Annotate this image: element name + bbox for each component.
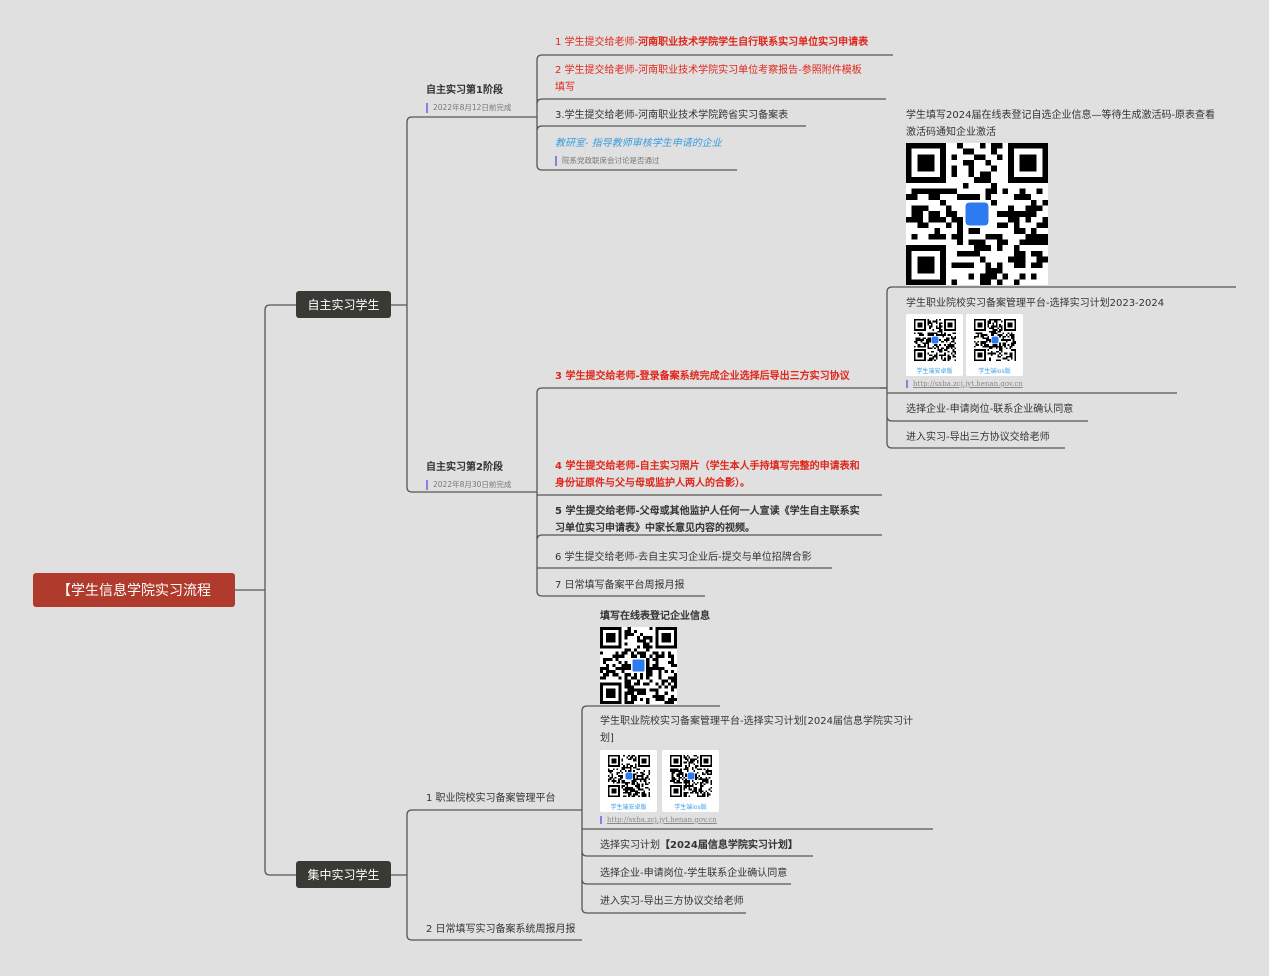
qr-code-image [670, 755, 712, 797]
central-select-company[interactable]: 选择企业-申请岗位-学生联系企业确认同意 [600, 868, 788, 879]
central-qr-title[interactable]: 填写在线表登记企业信息 [600, 611, 710, 622]
stage1-item1[interactable]: 1 学生提交给老师-河南职业技术学院学生自行联系实习单位实习申请表 [555, 37, 869, 48]
caption: 学生端ios版 [674, 804, 707, 811]
platform-node[interactable]: 学生职业院校实习备案管理平台-选择实习计划2023-2024 [906, 298, 1165, 309]
stage1-note: 2022年8月12日前完成 [426, 103, 511, 113]
caption: 学生端安卓版 [916, 368, 953, 375]
central-enter-internship[interactable]: 进入实习-导出三方协议交给老师 [600, 896, 744, 907]
qr-ios-card: 学生端ios版 [662, 750, 719, 812]
central-item2[interactable]: 2 日常填写实习备案系统周报月报 [426, 924, 576, 935]
stage2-item4[interactable]: 4 学生提交给老师-自主实习照片（学生本人手持填写完整的申请表和身份证原件与父与… [555, 461, 860, 489]
stage2-note: 2022年8月30日前完成 [426, 480, 511, 490]
stage2-item3[interactable]: 3 学生提交给老师-登录备案系统完成企业选择后导出三方实习协议 [555, 371, 850, 382]
node-enter-internship[interactable]: 进入实习-导出三方协议交给老师 [906, 432, 1050, 443]
central-platform-node[interactable]: 学生职业院校实习备案管理平台-选择实习计划[2024届信息学院实习计划] [600, 716, 913, 744]
stage2-item6[interactable]: 6 学生提交给老师-去自主实习企业后-提交与单位招牌合影 [555, 552, 812, 563]
qr-node-text[interactable]: 学生填写2024届在线表登记自选企业信息—等待生成激活码-原表查看激活码通知企业… [906, 110, 1216, 138]
qr-code-image [906, 143, 1048, 285]
central-platform-link[interactable]: http://sxba.zcj.jyt.henan.gov.cn [600, 816, 717, 824]
stage1-item1-bold: 河南职业技术学院学生自行联系实习单位实习申请表 [638, 37, 869, 48]
central-select-plan[interactable]: 选择实习计划【2024届信息学院实习计划】 [600, 840, 798, 851]
qr-code-image [974, 319, 1016, 361]
stage2-item7[interactable]: 7 日常填写备案平台周报月报 [555, 580, 685, 591]
central-item1[interactable]: 1 职业院校实习备案管理平台 [426, 793, 556, 804]
qr-code-image [608, 755, 650, 797]
platform-link[interactable]: http://sxba.zcj.jyt.henan.gov.cn [906, 380, 1023, 388]
stage1-item2[interactable]: 2 学生提交给老师-河南职业技术学院实习单位考察报告-参照附件模板填写 [555, 65, 862, 93]
node-self-internship[interactable]: 自主实习学生 [296, 291, 391, 318]
qr-android-card: 学生端安卓版 [600, 750, 657, 812]
qr-code-image [600, 627, 677, 704]
stage1-item4[interactable]: 教研室- 指导教师审核学生申请的企业 [555, 138, 722, 149]
node-central-internship[interactable]: 集中实习学生 [296, 861, 391, 888]
qr-android-card: 学生端安卓版 [906, 314, 963, 376]
caption: 学生端ios版 [978, 368, 1011, 375]
caption: 学生端安卓版 [610, 804, 647, 811]
qr-ios-card: 学生端ios版 [966, 314, 1023, 376]
stage1-item3[interactable]: 3.学生提交给老师-河南职业技术学院跨省实习备案表 [555, 110, 789, 121]
stage2-title[interactable]: 自主实习第2阶段 [426, 462, 503, 473]
node-select-company[interactable]: 选择企业-申请岗位-联系企业确认同意 [906, 404, 1074, 415]
qr-code-image [914, 319, 956, 361]
stage1-title[interactable]: 自主实习第1阶段 [426, 85, 503, 96]
root-node[interactable]: 【学生信息学院实习流程 [33, 573, 235, 607]
stage2-item5[interactable]: 5 学生提交给老师-父母或其他监护人任何一人宣读《学生自主联系实习单位实习申请表… [555, 506, 860, 534]
stage1-item4-note: 院系党政联席会讨论是否通过 [555, 156, 660, 166]
